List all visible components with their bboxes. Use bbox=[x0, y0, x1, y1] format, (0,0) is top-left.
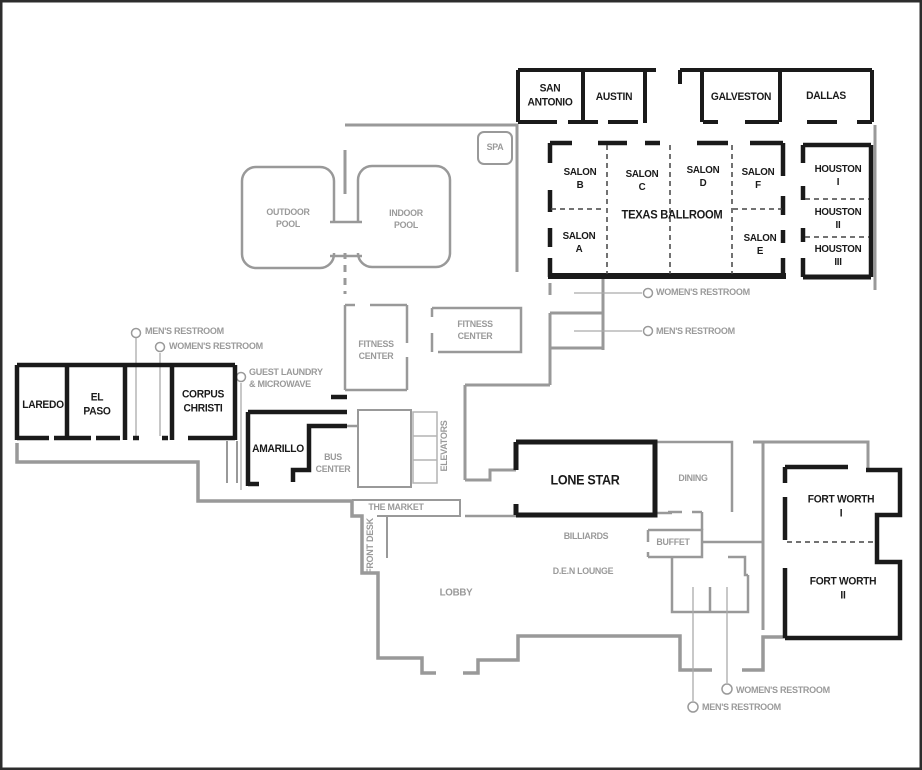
leader-lines bbox=[135, 292, 728, 701]
room-label-fitness-center-a: FITNESS CENTER bbox=[358, 339, 394, 362]
room-label-lone-star: LONE STAR bbox=[550, 472, 620, 488]
mens-restroom-top-marker bbox=[642, 325, 654, 337]
ballroom-walls bbox=[547, 140, 874, 277]
room-label-elevators: ELEVATORS bbox=[439, 420, 451, 472]
guest-laundry-marker bbox=[235, 371, 247, 383]
room-label-outdoor-pool: OUTDOOR POOL bbox=[266, 207, 310, 230]
spa-outline bbox=[477, 131, 513, 165]
label-womens-restroom-bottom: WOMEN'S RESTROOM bbox=[736, 685, 830, 697]
market-front-desk-outline bbox=[352, 499, 461, 558]
room-label-salon-a: SALON A bbox=[562, 229, 596, 255]
gray-corridor-walls bbox=[343, 123, 877, 630]
room-label-den-lounge: D.E.N LOUNGE bbox=[552, 566, 614, 578]
room-label-fitness-center-b: FITNESS CENTER bbox=[457, 319, 493, 342]
room-label-spa: SPA bbox=[486, 142, 504, 154]
room-label-buffet: BUFFET bbox=[656, 537, 690, 549]
room-label-bus-center: BUS CENTER bbox=[315, 452, 351, 475]
room-label-salon-d: SALON D bbox=[686, 163, 720, 189]
room-label-el-paso: EL PASO bbox=[83, 391, 111, 417]
room-label-laredo: LAREDO bbox=[22, 399, 64, 412]
room-label-salon-c: SALON C bbox=[625, 167, 659, 193]
room-label-houston-3: HOUSTON III bbox=[814, 242, 862, 268]
pools bbox=[240, 164, 452, 270]
lone-star-walls bbox=[513, 439, 658, 518]
room-label-dining: DINING bbox=[678, 473, 708, 485]
room-label-the-market: THE MARKET bbox=[368, 502, 424, 514]
room-label-salon-f: SALON F bbox=[741, 165, 775, 191]
womens-restroom-left-marker bbox=[154, 341, 166, 353]
outdoor-pool-outline bbox=[240, 165, 336, 270]
room-label-lobby: LOBBY bbox=[439, 586, 473, 599]
label-mens-restroom-left: MEN'S RESTROOM bbox=[145, 326, 224, 338]
leader-markers bbox=[130, 287, 733, 713]
left-rooms-walls bbox=[14, 362, 238, 441]
mens-restroom-bottom-marker bbox=[687, 701, 699, 713]
label-womens-restroom-top: WOMEN'S RESTROOM bbox=[656, 287, 750, 299]
label-mens-restroom-top: MEN'S RESTROOM bbox=[656, 326, 735, 338]
room-label-galveston: GALVESTON bbox=[710, 91, 772, 104]
room-label-texas-ballroom: TEXAS BALLROOM bbox=[621, 207, 723, 222]
womens-restroom-bottom-marker bbox=[721, 683, 733, 695]
room-label-front-desk: FRONT DESK bbox=[365, 518, 377, 574]
room-label-san-antonio: SAN ANTONIO bbox=[527, 82, 573, 108]
room-label-amarillo: AMARILLO bbox=[252, 443, 304, 456]
dashed-partitions bbox=[551, 145, 875, 543]
label-mens-restroom-bottom: MEN'S RESTROOM bbox=[702, 702, 781, 714]
fort-worth-walls bbox=[782, 464, 903, 641]
room-label-indoor-pool: INDOOR POOL bbox=[389, 208, 423, 231]
womens-restroom-top-marker bbox=[642, 287, 654, 299]
indoor-pool-outline bbox=[356, 164, 452, 269]
room-label-austin: AUSTIN bbox=[595, 91, 633, 104]
room-label-salon-e: SALON E bbox=[743, 231, 777, 257]
top-rooms-walls bbox=[516, 68, 874, 124]
room-label-billiards: BILLIARDS bbox=[563, 531, 609, 543]
gray-room-outlines bbox=[226, 303, 763, 614]
mens-restroom-left-marker bbox=[130, 327, 142, 339]
label-guest-laundry: GUEST LAUNDRY & MICROWAVE bbox=[249, 367, 323, 390]
room-label-corpus-christi: CORPUS CHRISTI bbox=[181, 388, 225, 414]
room-label-houston-1: HOUSTON I bbox=[814, 162, 862, 188]
amarillo-walls bbox=[245, 394, 347, 487]
elevator-lobby-outline bbox=[357, 409, 412, 488]
room-label-houston-2: HOUSTON II bbox=[814, 205, 862, 231]
label-womens-restroom-left: WOMEN'S RESTROOM bbox=[169, 341, 263, 353]
elevator-cells bbox=[412, 411, 438, 484]
room-label-fort-worth-2: FORT WORTH II bbox=[809, 575, 877, 601]
room-label-fort-worth-1: FORT WORTH I bbox=[807, 493, 875, 519]
room-label-dallas: DALLAS bbox=[806, 90, 846, 103]
room-label-salon-b: SALON B bbox=[563, 165, 597, 191]
lobby-boundary-wall bbox=[15, 443, 786, 675]
